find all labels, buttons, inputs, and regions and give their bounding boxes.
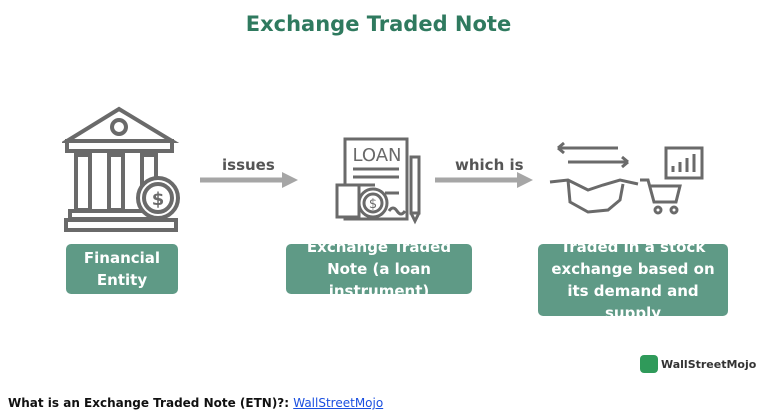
loan-document-icon: LOAN $ bbox=[335, 137, 421, 225]
bank-icon: $ bbox=[62, 106, 180, 232]
caption-link[interactable]: WallStreetMojo bbox=[293, 396, 384, 410]
caption-text: What is an Exchange Traded Note (ETN)?: bbox=[8, 396, 294, 410]
wallstreetmojo-logo: WallStreetMojo bbox=[640, 355, 756, 373]
svg-text:$: $ bbox=[152, 189, 165, 210]
handshake-trade-icon bbox=[549, 141, 704, 215]
logo-icon bbox=[640, 355, 658, 373]
step-box-exchange-traded-note: Exchange Traded Note (a loan instrument) bbox=[286, 238, 472, 300]
arrow-label-which-is: which is bbox=[455, 156, 524, 174]
step-box-traded-in-exchange: Traded in a stock exchange based on its … bbox=[538, 238, 728, 322]
arrow-label-issues: issues bbox=[222, 156, 275, 174]
svg-text:LOAN: LOAN bbox=[352, 145, 401, 166]
diagram-title: Exchange Traded Note bbox=[245, 12, 512, 36]
svg-text:$: $ bbox=[369, 197, 377, 212]
logo-text: WallStreetMojo bbox=[661, 357, 757, 371]
caption: What is an Exchange Traded Note (ETN)?: … bbox=[8, 396, 383, 410]
arrow-right-icon bbox=[200, 172, 298, 188]
step-box-financial-entity: Financial Entity bbox=[66, 244, 178, 294]
arrow-right-icon bbox=[435, 172, 533, 188]
